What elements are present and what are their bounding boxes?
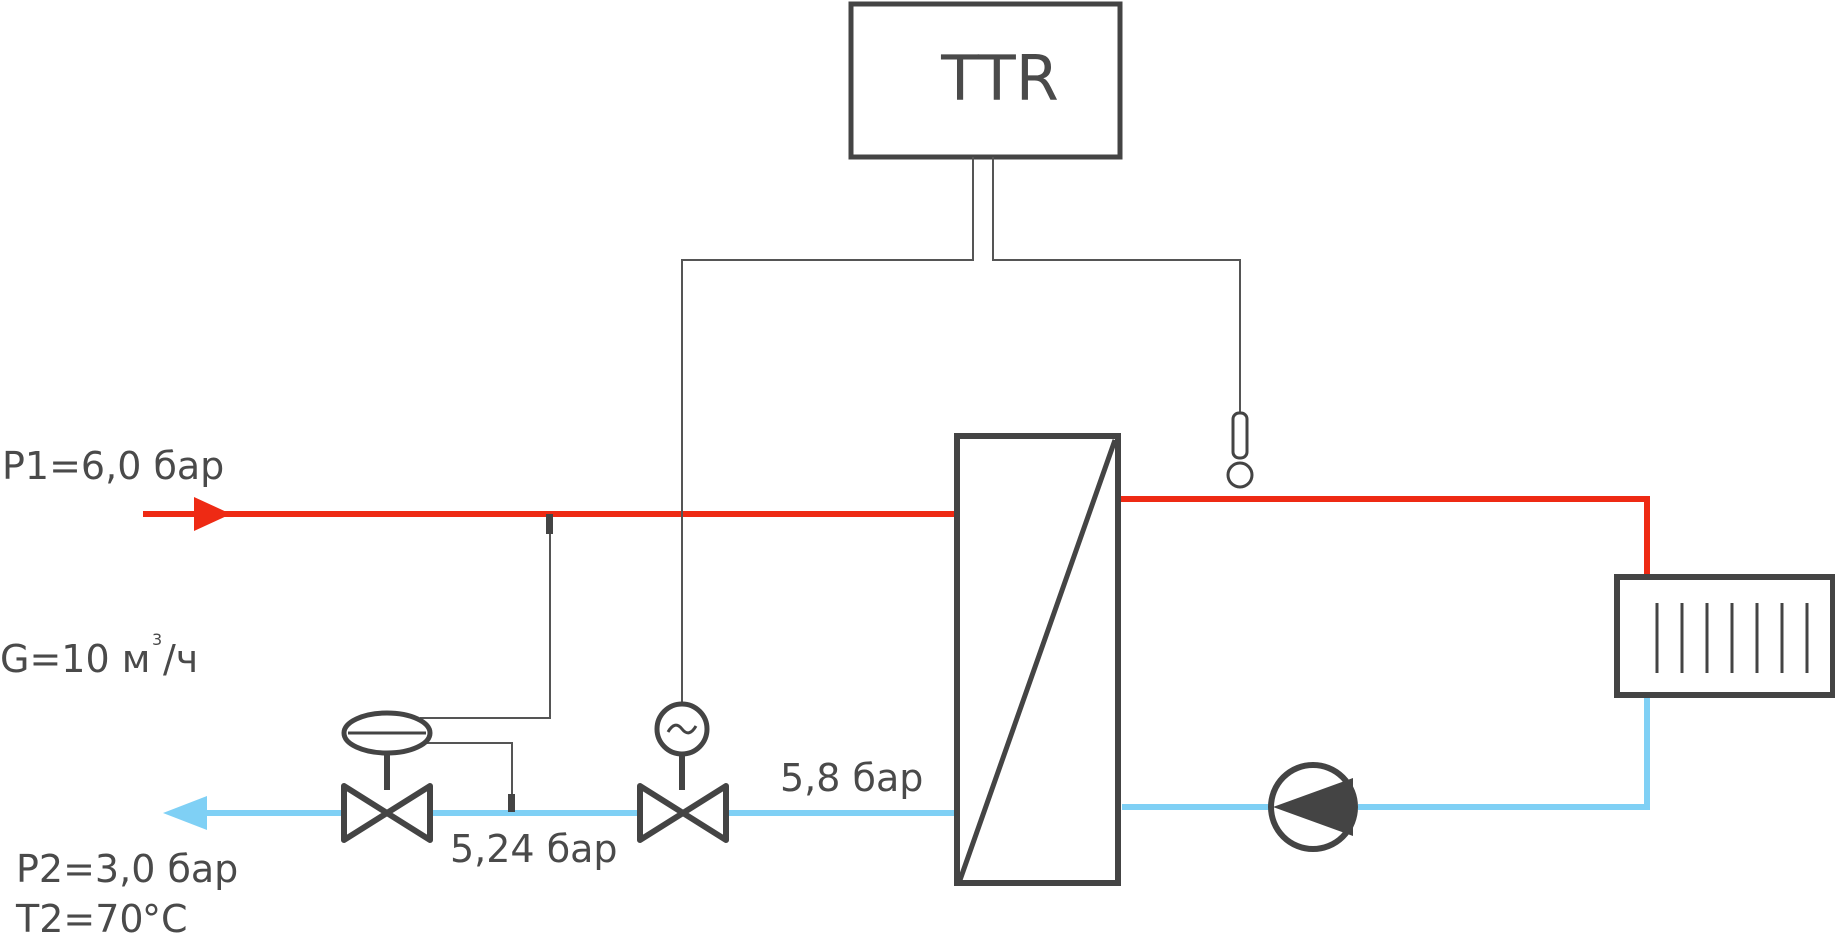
arrow-left-icon — [163, 796, 207, 830]
pressure-after-regulator-label: 5,24 бар — [450, 827, 618, 871]
return-line — [163, 695, 1650, 830]
t2-label-prefix: T2=70 — [15, 897, 144, 936]
pressure-regulator-valve — [341, 710, 433, 843]
g-label: G=10 м 3 /ч — [0, 630, 198, 681]
p1-label: P1=6,0 бар — [2, 444, 224, 488]
radiator-icon — [1614, 574, 1835, 698]
pump-icon — [1268, 762, 1358, 852]
temperature-sensor-icon — [1226, 411, 1254, 489]
controller-label: TTR — [940, 42, 1059, 115]
t2-label-unit: °C — [142, 897, 188, 936]
impulse-taps — [508, 514, 553, 812]
p2-label: P2=3,0 бар — [16, 847, 238, 891]
t2-label: T2=70 °C — [15, 897, 188, 936]
arrow-right-icon — [194, 497, 231, 531]
signal-wires — [420, 157, 1241, 810]
valve-body-icon — [637, 783, 729, 843]
supply-line — [143, 496, 1650, 578]
ttr-controller: TTR — [848, 1, 1123, 160]
valve-body-icon — [341, 783, 433, 843]
g-label-prefix: G=10 м — [0, 637, 150, 681]
pressure-before-exchanger-label: 5,8 бар — [780, 756, 923, 800]
g-label-sup: 3 — [152, 630, 162, 649]
motor-control-valve — [637, 701, 729, 843]
g-label-suffix: /ч — [163, 637, 198, 681]
heat-exchanger-icon — [954, 433, 1121, 886]
